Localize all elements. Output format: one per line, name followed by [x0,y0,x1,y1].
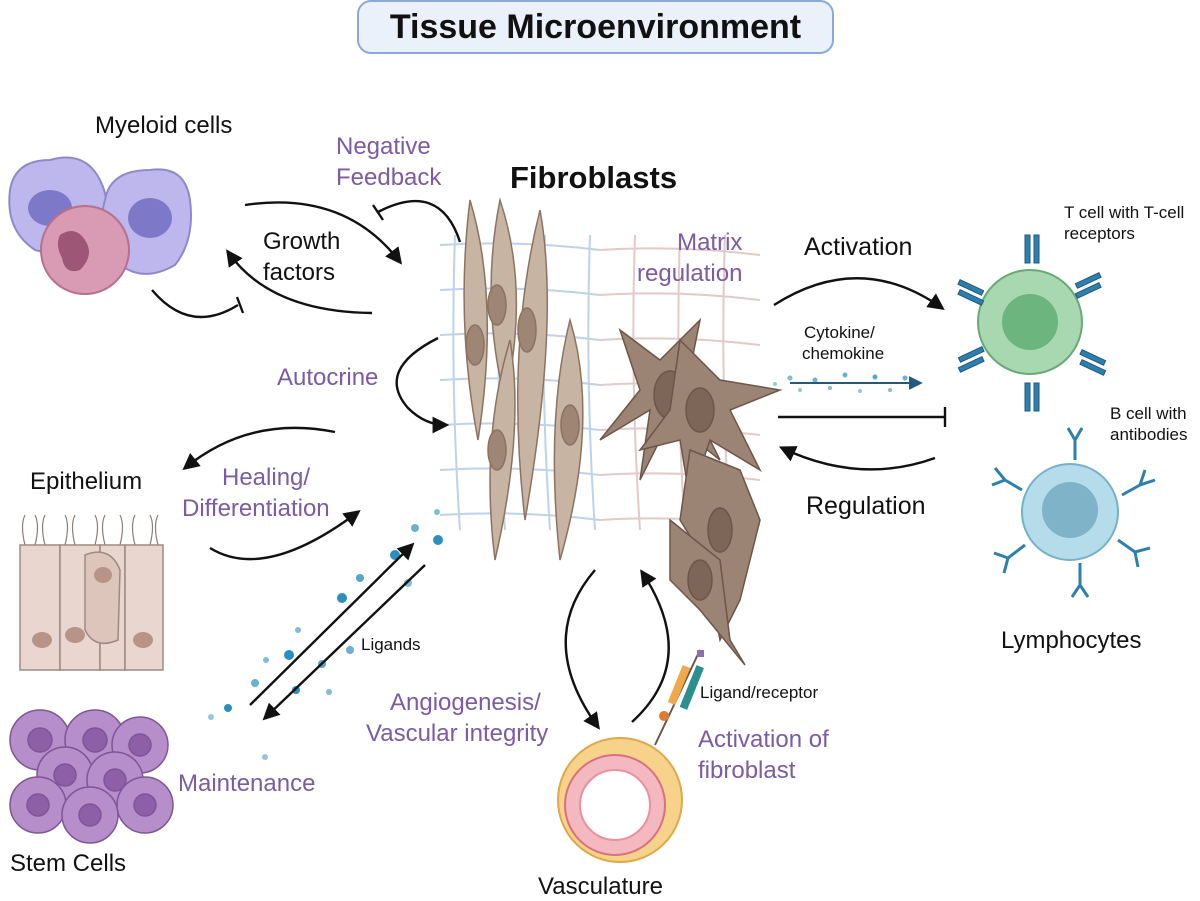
title-box: Tissue Microenvironment [357,0,834,54]
maintenance-label: Maintenance [178,770,316,797]
diagram-title: Tissue Microenvironment [389,7,802,46]
vasculature-illustration [557,737,683,863]
angiogenesis-label: Angiogenesis/Vascular integrity [366,689,549,747]
vasculature-label: Vasculature [538,873,663,900]
epithelium-label: Epithelium [30,468,143,495]
interaction-arrows [151,199,947,730]
activation-label: Activation [804,233,913,261]
ligands-label: Ligands [361,635,421,654]
b-cell-illustration [991,427,1156,598]
epithelium-illustration [19,514,164,671]
myeloid-cells-label: Myeloid cells [95,112,233,139]
healing-differentiation-label: Healing/Differentiation [182,464,330,522]
myeloid-cells-illustration [8,156,192,295]
cytokine-dots [773,372,908,393]
fibroblasts-heading: Fibroblasts [510,160,678,195]
stem-cells-illustration [9,709,174,844]
ligand-receptor-illustration [654,649,704,746]
stem-cells-label: Stem Cells [10,850,127,877]
autocrine-label: Autocrine [277,364,379,391]
lymphocytes-label: Lymphocytes [1001,627,1142,654]
activated-fibroblasts [599,317,783,666]
ligand-receptor-label: Ligand/receptor [700,683,819,702]
spindle-fibroblasts [463,197,584,561]
t-cell-illustration [957,234,1107,412]
regulation-label: Regulation [806,492,926,520]
cytokine-chemokine-label: Cytokine/chemokine [802,323,885,363]
